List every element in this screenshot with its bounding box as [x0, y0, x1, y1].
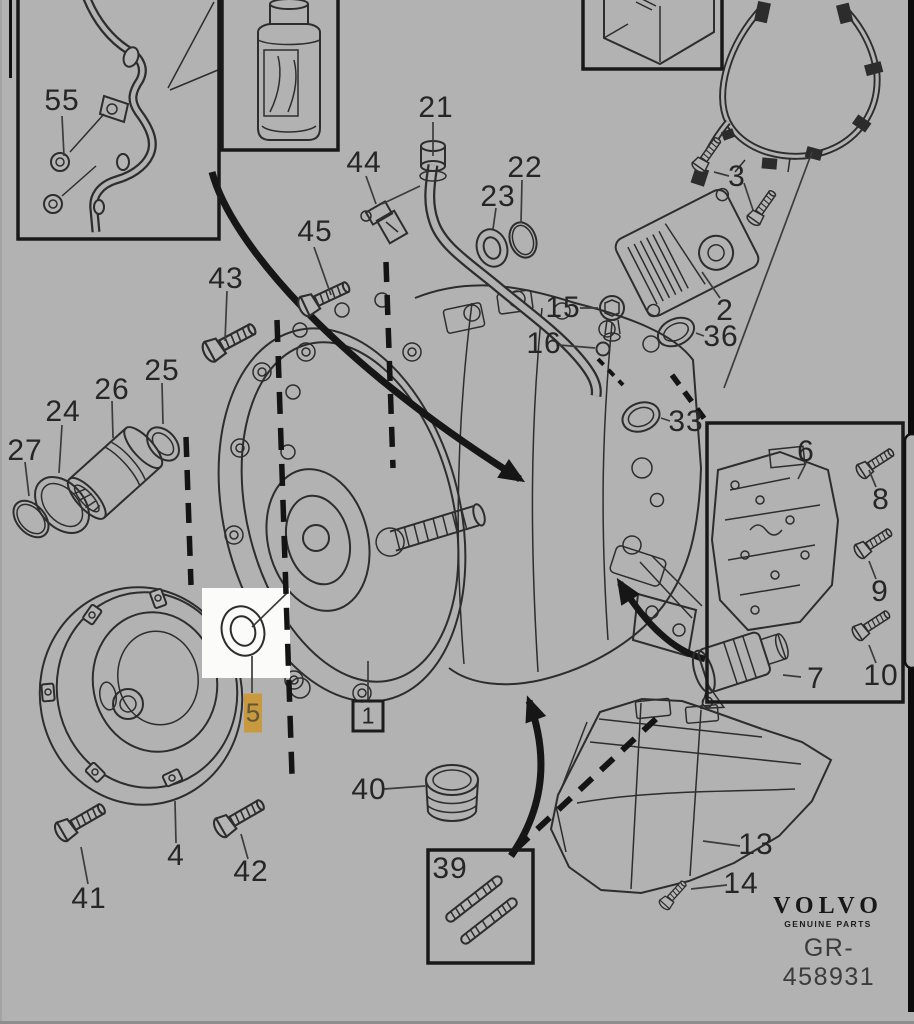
part-label-44[interactable]: 44	[346, 146, 382, 179]
bottom-edge-line	[0, 1021, 914, 1024]
part-label-8[interactable]: 8	[872, 483, 890, 516]
inset-box-borders	[16, 0, 905, 965]
left-edge-line	[0, 0, 2, 1024]
inset-box-valve-body	[705, 421, 905, 704]
part-label-3[interactable]: 3	[728, 160, 746, 193]
sleeve-drawing	[425, 764, 479, 822]
dashed-reference-lines	[183, 261, 709, 852]
inset-box-bottle	[220, 0, 340, 152]
clip-44	[360, 200, 409, 245]
volvo-logo: VOLVO	[773, 893, 883, 919]
part-label-4[interactable]: 4	[167, 839, 185, 872]
part-label-13[interactable]: 13	[738, 828, 774, 861]
scrollbar-thumb[interactable]	[903, 432, 914, 670]
part-label-24[interactable]: 24	[45, 395, 81, 428]
highlighted-seal-callout	[202, 588, 290, 693]
part-label-5[interactable]: 5	[244, 693, 262, 733]
control-module-drawing	[614, 187, 760, 318]
part-label-33[interactable]: 33	[668, 405, 704, 438]
part-label-15[interactable]: 15	[545, 291, 581, 324]
cover-drawing	[549, 697, 833, 895]
part-label-16[interactable]: 16	[526, 327, 562, 360]
part-label-10[interactable]: 10	[863, 659, 899, 692]
container-box-drawing	[603, 0, 715, 66]
part-label-40[interactable]: 40	[351, 773, 387, 806]
part-label-25[interactable]: 25	[144, 354, 180, 387]
part-label-21[interactable]: 21	[418, 91, 454, 124]
part-label-1[interactable]: 1	[351, 699, 385, 733]
part-label-27[interactable]: 27	[7, 434, 43, 467]
part-label-43[interactable]: 43	[208, 262, 244, 295]
part-label-39[interactable]: 39	[432, 852, 468, 885]
part-label-9[interactable]: 9	[871, 575, 889, 608]
bolts-drawing	[50, 133, 898, 913]
left-edge-artifact	[9, 0, 12, 78]
fluid-bottle-drawing	[257, 0, 321, 141]
inset-box-bracket	[16, 0, 221, 241]
valve-body-drawing	[691, 445, 840, 710]
harness-drawing	[690, 0, 884, 187]
leader-lines	[24, 115, 877, 890]
part-label-55[interactable]: 55	[44, 84, 80, 117]
part-label-26[interactable]: 26	[94, 373, 130, 406]
doc-code: GR-458931	[782, 934, 876, 991]
input-seal-kit-drawing	[12, 426, 180, 539]
part-label-41[interactable]: 41	[71, 882, 107, 915]
part-label-45[interactable]: 45	[297, 215, 333, 248]
part-label-42[interactable]: 42	[233, 855, 269, 888]
part-label-22[interactable]: 22	[507, 151, 543, 184]
inset-box-container	[581, 0, 724, 71]
bracket-inset-drawing	[43, 0, 219, 233]
volvo-tagline: GENUINE PARTS	[784, 919, 872, 929]
part-label-2[interactable]: 2	[716, 294, 734, 327]
seal-rings-drawing	[360, 200, 696, 433]
part-label-6[interactable]: 6	[797, 435, 815, 468]
part-label-7[interactable]: 7	[807, 662, 825, 695]
inset-box-studs	[426, 848, 535, 965]
part-label-23[interactable]: 23	[480, 180, 516, 213]
part-label-36[interactable]: 36	[703, 320, 739, 353]
part-label-14[interactable]: 14	[723, 867, 759, 900]
